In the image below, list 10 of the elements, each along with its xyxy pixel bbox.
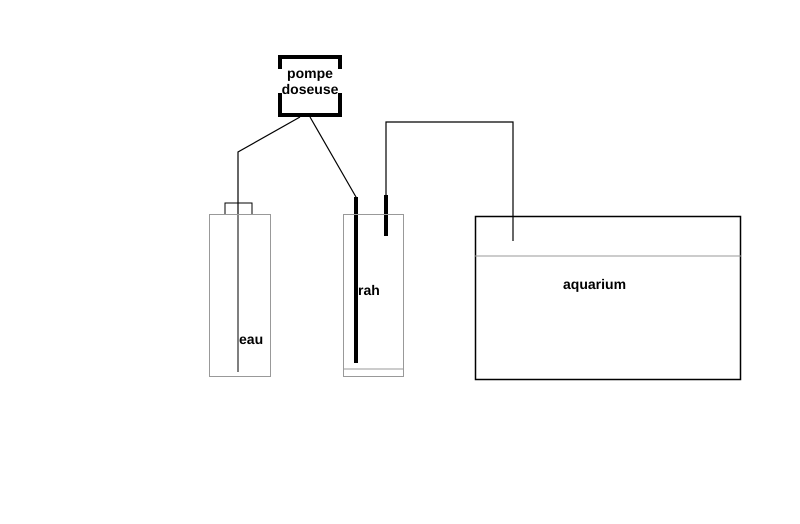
tube-line — [237, 116, 300, 214]
node-label: aquarium — [563, 276, 626, 292]
aquarium-tank — [475, 216, 741, 380]
pump-box — [278, 55, 342, 117]
reactor-container — [343, 214, 404, 377]
node-label: rah — [358, 282, 380, 298]
tube-line — [385, 121, 514, 216]
bottle-container — [209, 214, 271, 377]
node-label: pompe doseuse — [280, 65, 340, 97]
node-label: eau — [239, 331, 264, 347]
